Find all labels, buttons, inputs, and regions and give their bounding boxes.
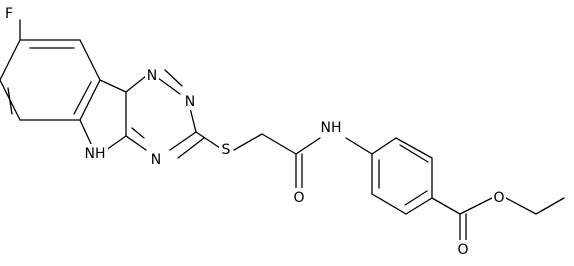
- sulfur-atom: S: [219, 140, 233, 158]
- bond: [79, 79, 101, 121]
- atom-label-o: O: [493, 190, 504, 206]
- ester-carbonyl-oxygen: O: [456, 240, 470, 258]
- bond: [505, 197, 537, 215]
- indole-nh: NH: [82, 144, 108, 162]
- ester-oxygen: O: [492, 188, 506, 206]
- bond: [7, 87, 13, 115]
- bond: [169, 131, 197, 151]
- bond: [395, 137, 433, 159]
- bond: [0, 39, 21, 81]
- fluorine-atom: F: [2, 4, 16, 22]
- atom-label-n: N: [147, 68, 157, 84]
- bond: [99, 79, 127, 93]
- bond: [79, 119, 93, 147]
- bond: [431, 197, 461, 215]
- bond: [459, 197, 493, 215]
- triazine-nitrogen-2: N: [183, 92, 197, 110]
- bond: [189, 107, 197, 133]
- atom-label-s: S: [222, 142, 231, 158]
- bond: [195, 131, 221, 149]
- atom-label-n: N: [151, 152, 161, 168]
- triazine-nitrogen-3: N: [149, 150, 163, 168]
- bonds: [0, 19, 565, 245]
- bond: [399, 144, 429, 163]
- bond: [295, 137, 321, 155]
- atom-label-nh: NH: [321, 120, 342, 136]
- bond: [157, 77, 181, 95]
- atom-labels: F N N N NH S O NH: [2, 4, 506, 258]
- atom-label-f: F: [5, 6, 13, 22]
- triazine-nitrogen-1: N: [145, 66, 159, 84]
- atom-label-o: O: [293, 190, 304, 206]
- bond: [404, 190, 428, 206]
- bond: [79, 39, 101, 81]
- bond: [177, 137, 205, 159]
- bond: [405, 197, 433, 215]
- atom-label-n: N: [185, 94, 195, 110]
- bond: [261, 133, 297, 155]
- bond: [131, 127, 145, 139]
- atom-label-o: O: [457, 242, 468, 258]
- bond: [345, 137, 373, 155]
- bond: [164, 69, 183, 87]
- bond: [233, 133, 263, 151]
- bond: [371, 137, 397, 155]
- bond: [105, 135, 127, 151]
- amide-nh: NH: [318, 118, 344, 136]
- bond: [73, 81, 92, 115]
- atom-label-nh: NH: [85, 146, 106, 162]
- bond: [125, 75, 147, 93]
- bond: [125, 135, 147, 151]
- bond: [535, 197, 565, 215]
- amide-oxygen: O: [292, 188, 306, 206]
- bond: [371, 193, 407, 215]
